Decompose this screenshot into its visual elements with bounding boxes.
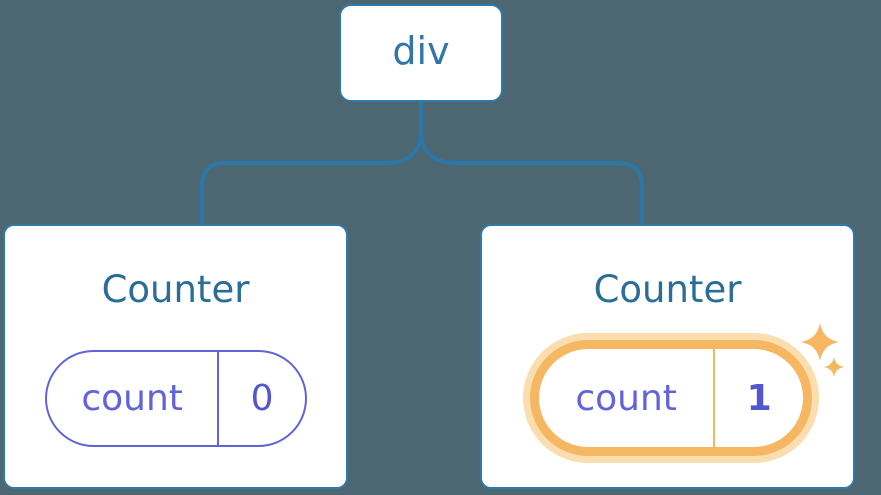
connector-branch-right xyxy=(419,129,644,224)
sparkle-icon-large xyxy=(801,323,839,361)
counter-card-right: Counter count 1 xyxy=(480,224,855,489)
counter-card-left: Counter count 0 xyxy=(3,224,348,489)
state-key-label: count xyxy=(539,349,716,447)
state-key-label: count xyxy=(47,352,220,445)
connector-branch-left xyxy=(200,129,423,224)
sparkle-icon-small xyxy=(824,357,844,377)
state-pill: count 0 xyxy=(45,350,307,447)
root-node-label: div xyxy=(392,29,450,73)
state-value: 0 xyxy=(250,378,274,419)
state-value: 1 xyxy=(746,377,772,419)
root-node: div xyxy=(339,4,503,102)
counter-title: Counter xyxy=(101,268,250,311)
counter-title: Counter xyxy=(593,268,742,311)
state-pill-highlighted: count 1 xyxy=(530,340,812,456)
